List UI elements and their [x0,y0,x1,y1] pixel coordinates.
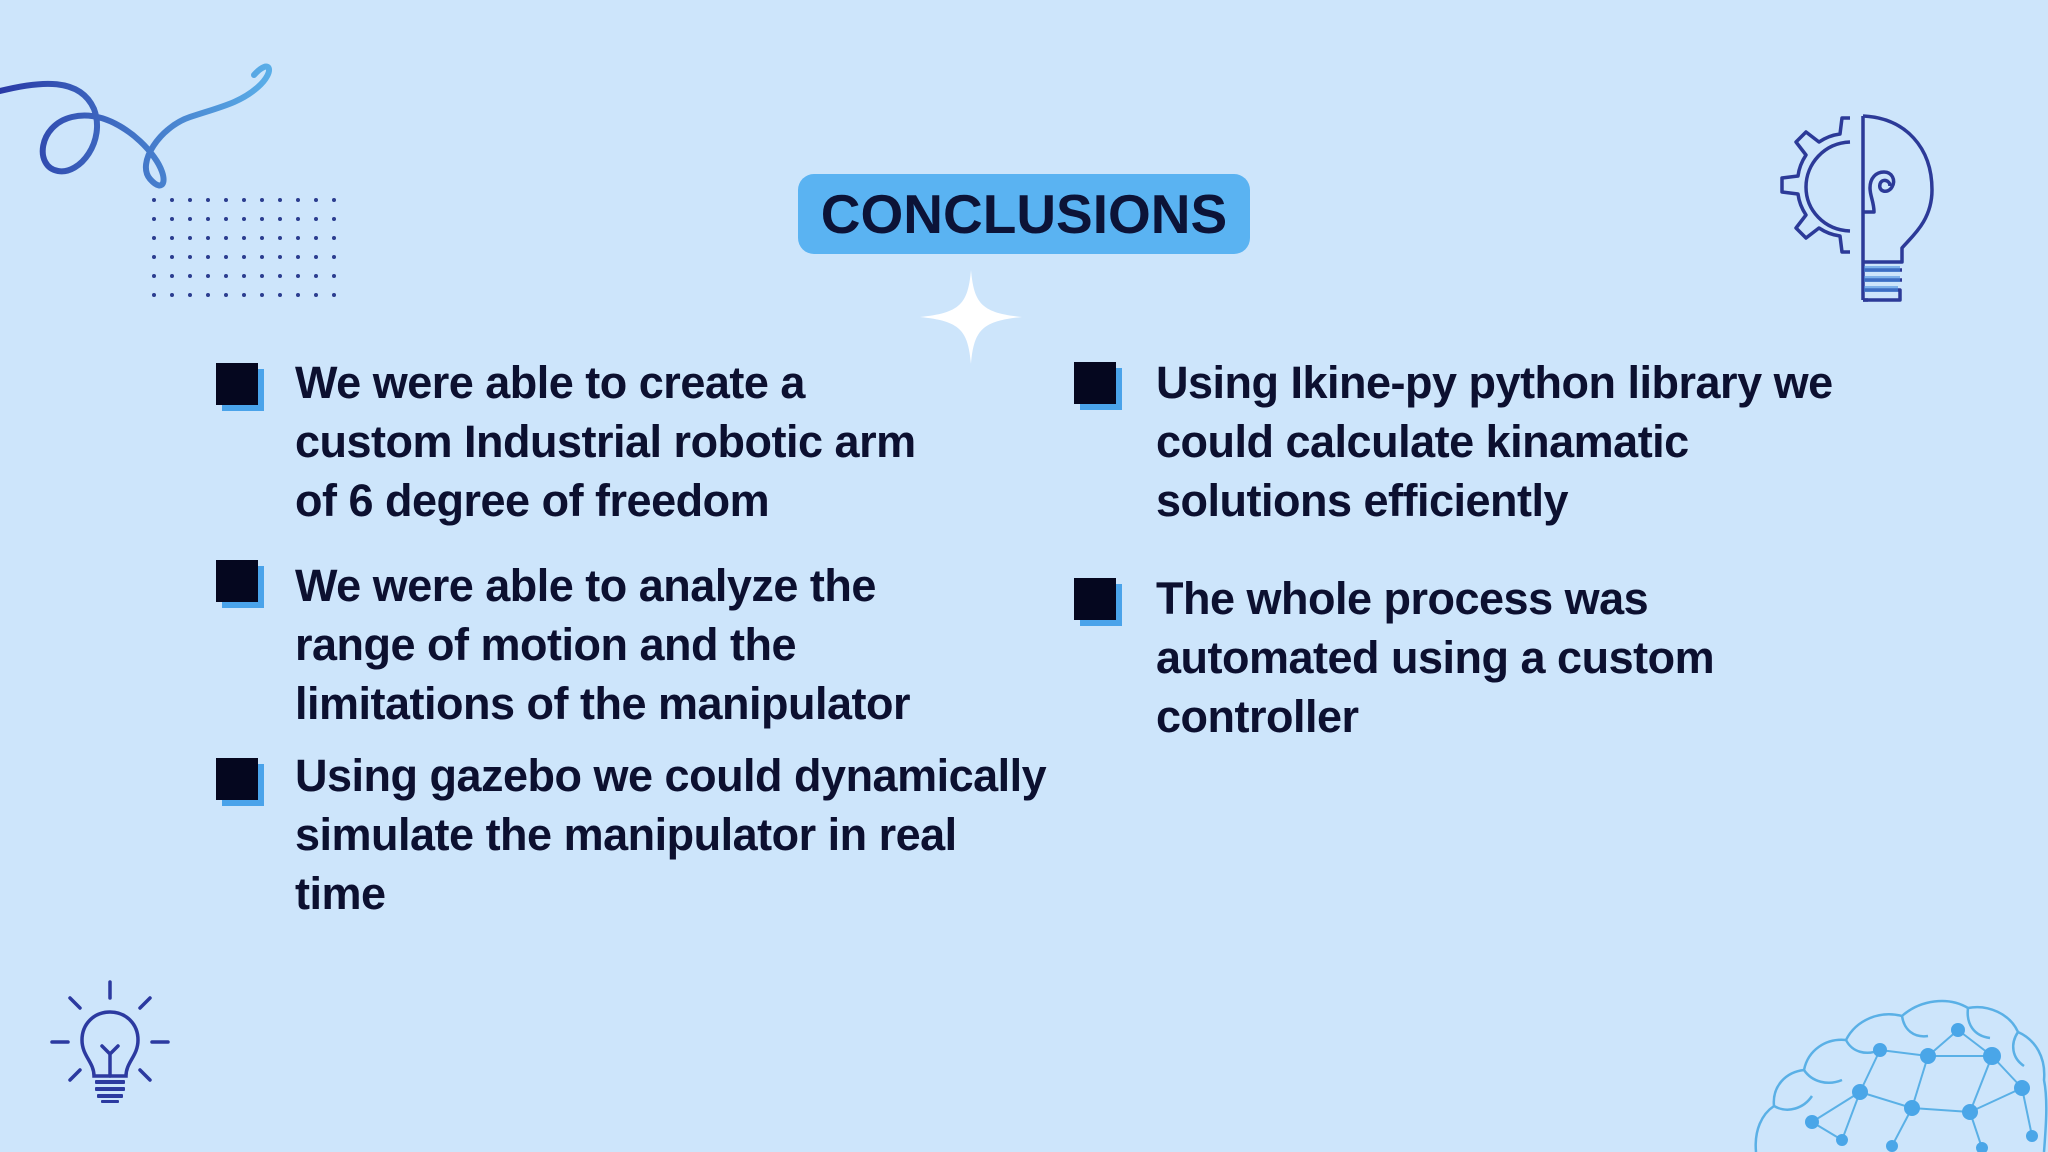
title-box: CONCLUSIONS [798,174,1250,254]
four-point-star-icon [920,270,1022,364]
bullet-text: We were able to create a custom Industri… [295,357,916,526]
bullet-square [216,758,264,806]
bullet-square [216,560,264,608]
bullet-item-4: Using Ikine-py python library we could c… [1074,357,1994,542]
lightbulb-icon [50,980,170,1103]
bullet-item-3: Using gazebo we could dynamically simula… [216,750,1096,938]
bullet-text: Using gazebo we could dynamically simula… [295,750,1047,919]
bullet-square [1074,578,1122,626]
bullet-square [1074,362,1122,410]
page-title: CONCLUSIONS [820,182,1228,245]
bullet-item-2: We were able to analyze the range of mot… [216,560,1076,740]
gear-lightbulb-icon [1780,114,1934,302]
bullet-item-1: We were able to create a custom Industri… [216,357,1076,543]
bullet-square [216,363,264,411]
bullet-text: The whole process was automated using a … [1156,573,1715,742]
bullet-text: We were able to analyze the range of mot… [295,560,911,729]
dot-grid [152,198,336,297]
bullet-item-5: The whole process was automated using a … [1074,573,1994,758]
brain-network-icon [1754,999,2048,1152]
bullet-text: Using Ikine-py python library we could c… [1156,357,1833,526]
squiggle-line [0,63,272,189]
